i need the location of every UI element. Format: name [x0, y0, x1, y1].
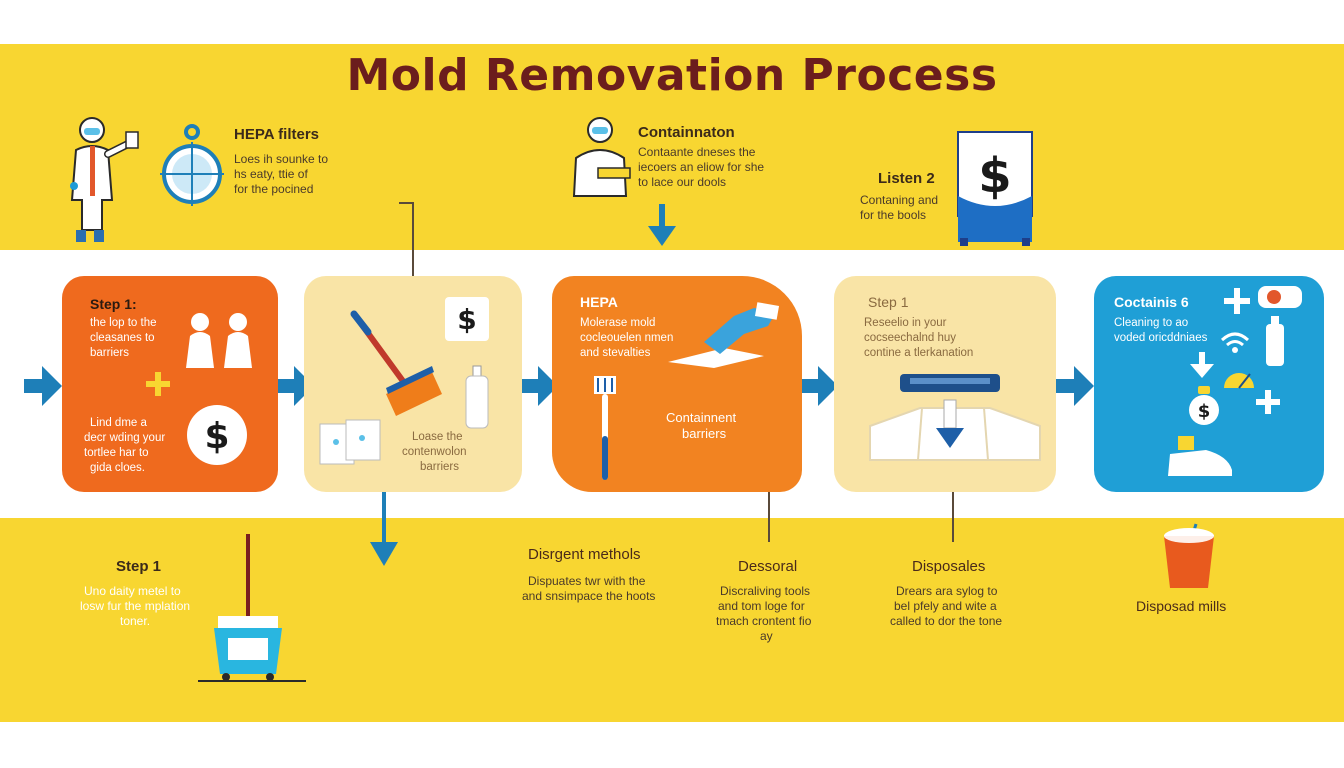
dessoral-line-1: Discraliving tools: [720, 584, 811, 598]
card-5-line-2: voded oricddniaes: [1114, 332, 1208, 344]
connector-line: [952, 492, 954, 542]
methods-heading: Disrgent methols: [528, 546, 641, 563]
spray-bottle-icon: [1266, 316, 1284, 366]
card-1-line-7: gida cloes.: [90, 462, 145, 474]
disposales-line-3: called to dor the tone: [890, 614, 1003, 628]
brush-icon: [594, 376, 616, 480]
card-1-line-2: cleasanes to: [90, 332, 155, 344]
plus-icon: [1224, 288, 1250, 314]
card-1-line-3: barriers: [90, 347, 129, 359]
hepa-filters-line-2: hs eaty, ttie of: [234, 167, 308, 181]
dollar-coin-icon: $: [187, 405, 247, 465]
disposales-line-2: bel pfely and wite a: [894, 599, 997, 613]
arrow-down-icon: [370, 492, 398, 566]
card-1-line-5: decr wding your: [84, 432, 166, 444]
documents-icon: [319, 419, 381, 465]
card-4-line-2: cocseechalnd huy: [864, 332, 957, 344]
page-title: Mold Removation Process: [346, 50, 998, 101]
containment-line-3: to lace our dools: [638, 175, 727, 189]
containment-line-2: iecoers an eliow for she: [638, 160, 765, 174]
card-1-heading: Step 1:: [90, 296, 137, 312]
flow-arrow-icon: [1056, 366, 1094, 406]
protective-suits-icon: [186, 313, 252, 368]
containment-line-1: Contaante dneses the: [638, 145, 756, 159]
wifi-icon: [1220, 332, 1250, 353]
card-5-heading: Coctainis 6: [1114, 294, 1189, 310]
hepa-filter-icon: [160, 124, 224, 206]
disposales-heading: Disposales: [912, 558, 986, 575]
badge-icon: [1258, 286, 1302, 308]
svg-text:$: $: [1198, 401, 1211, 422]
mop-bucket-icon: [198, 534, 306, 682]
card-3-label-2: barriers: [682, 426, 727, 441]
card-2-line-1: Loase the: [412, 431, 463, 443]
top-band: [0, 44, 1344, 250]
gauge-icon: [1224, 373, 1254, 389]
worker-containment-icon: [572, 117, 631, 197]
methods-line-2: and snsimpace the hoots: [522, 589, 656, 603]
arrow-down-icon: [648, 204, 676, 246]
card-4-heading: Step 1: [868, 294, 909, 310]
card-1-line-6: tortlee har to: [84, 447, 149, 459]
hepa-filters-line-1: Loes ih sounke to: [234, 152, 329, 166]
step-card-1: [62, 276, 278, 492]
bottom-step-line-2: losw fur the mplation: [80, 599, 191, 613]
dessoral-line-2: and tom loge for: [718, 599, 805, 613]
card-3-line-3: and stevalties: [580, 347, 651, 359]
disposales-line-1: Drears ara sylog to: [896, 584, 998, 598]
bottom-step-line-1: Uno daity metel to: [84, 584, 181, 598]
bottom-step-heading: Step 1: [116, 558, 162, 575]
dessoral-heading: Dessoral: [738, 558, 798, 575]
card-3-label-1: Containnent: [666, 410, 737, 425]
shoe-icon: [1168, 436, 1232, 476]
card-1-line-4: Lind dme a: [90, 417, 147, 429]
svg-text:$: $: [978, 148, 1011, 204]
money-bag-icon: $: [1189, 386, 1219, 425]
bottom-step-line-3: toner.: [120, 614, 151, 628]
listen-line-1: Contaning and: [860, 193, 939, 207]
flow-arrow-icon: [800, 366, 838, 406]
flow-arrow-icon: [520, 366, 558, 406]
dollar-note-icon: $: [445, 297, 489, 341]
hepa-filters-line-3: for the pocined: [234, 182, 314, 196]
flow-arrow-icon: [24, 366, 62, 406]
card-1-line-1: the lop to the: [90, 317, 157, 329]
card-2-line-3: barriers: [420, 461, 459, 473]
spray-bottle-icon: [465, 365, 489, 429]
floor-scrubber-icon: [869, 374, 1041, 461]
card-4-line-1: Reseelio in your: [864, 317, 947, 329]
svg-text:$: $: [457, 303, 476, 336]
card-2-line-2: contenwolon: [402, 446, 467, 458]
dessoral-line-3: tmach crontent fio: [716, 614, 812, 628]
card-3-line-2: cocleouelen nmen: [580, 332, 674, 344]
plus-icon: [1256, 390, 1280, 414]
gloved-hand-scraping-icon: [668, 302, 780, 368]
dollar-bin-icon: $: [957, 131, 1033, 246]
connector-line: [768, 492, 770, 542]
listen-line-2: for the bools: [860, 208, 927, 222]
plus-icon: [146, 372, 170, 396]
connector-line: [412, 202, 414, 276]
card-4-line-3: contine a tlerkanation: [864, 347, 974, 359]
worker-hazmat-icon: [70, 117, 139, 242]
card-3-heading: HEPA: [580, 294, 618, 310]
card-5-line-1: Cleaning to ao: [1114, 317, 1189, 329]
listen-heading: Listen 2: [878, 170, 935, 187]
containment-heading: Containnaton: [638, 124, 735, 141]
methods-line-1: Dispuates twr with the: [528, 574, 646, 588]
card-3-line-1: Molerase mold: [580, 317, 656, 329]
dessoral-line-4: ay: [760, 629, 773, 643]
hepa-filters-heading: HEPA filters: [234, 126, 320, 143]
arrow-down-icon: [1190, 352, 1214, 378]
connector-line: [399, 202, 413, 204]
disposal-cup-icon: [1164, 523, 1214, 588]
svg-text:$: $: [204, 416, 229, 457]
disposal-mills-label: Disposad mills: [1136, 598, 1227, 614]
mop-icon: [350, 310, 442, 416]
